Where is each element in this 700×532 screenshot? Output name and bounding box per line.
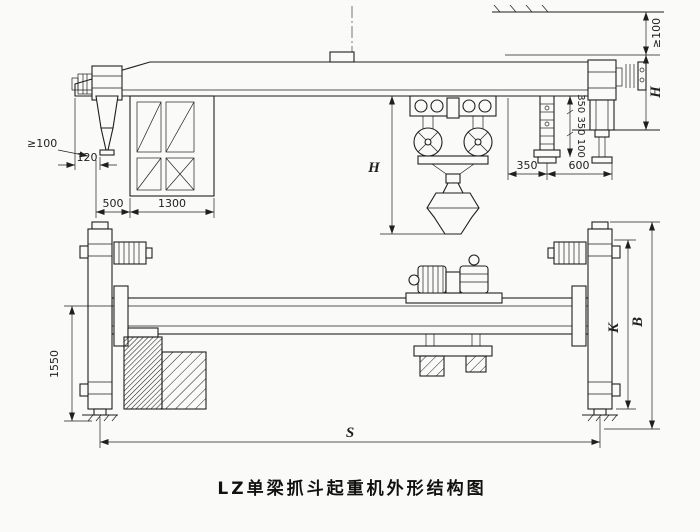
hoist-gearbox [445,271,461,294]
cab-window-upper-right [165,101,195,153]
girder-top-hatch [329,51,355,63]
grab-bucket [426,182,480,235]
dim-hanger-stack-label: 350 350 100 [575,94,586,158]
driver-cab [129,95,215,197]
dim-cab-offset-label: 500 [103,197,124,210]
left-travel-motor [113,241,153,265]
drawing-title: LZ单梁抓斗起重机外形结构图 [217,478,486,499]
right-buffer-spring [615,61,647,91]
hoist-unit-end-view [405,254,503,377]
right-rail-ground [582,408,618,422]
dimension-annotations: ≥100 H ≥100 120 500 1300 H 350 350 100 [27,12,664,448]
cab-panel-lower-left [136,157,162,191]
left-end-truck [71,65,123,156]
right-wheel-on-rail [572,99,660,164]
right-end-truck [572,59,660,164]
pulley-block [445,173,461,184]
left-wheel-on-rail [95,95,119,156]
dim-end-overhang-label: 600 [569,159,590,172]
dim-span-label: S [346,425,354,441]
dim-base-b-label: B [630,317,646,328]
dim-lift-height-label: H [367,160,381,176]
rope-sheave-left [413,127,443,157]
hook-crossplate [413,345,493,357]
right-travel-motor [547,241,587,265]
dim-rail-gap-label: 350 [517,159,538,172]
dim-side-clearance-label: ≥100 [27,137,57,150]
travel-drive-unit [123,327,207,410]
dim-gauge-k-label: K [606,322,622,334]
dim-rail-offset-label: 120 [77,151,98,164]
end-elevation [79,221,621,422]
hoist-trolley [409,95,497,184]
bridge-girder [74,51,615,97]
hook-block-right [465,355,487,373]
front-elevation [71,4,664,235]
cab-window-upper-left [136,101,162,153]
hook-block-left [419,355,445,377]
bridge-beam-end-view [111,285,589,347]
hoist-motor-left [408,265,447,294]
right-end-carriage [547,221,621,422]
left-rail-ground [82,408,118,422]
rope-sheave-right [463,127,493,157]
cab-panel-lower-right [165,157,195,191]
left-end-carriage [79,221,153,422]
left-buffer-spring [71,73,93,95]
rail-hanger-detail [533,96,561,164]
hoist-motor-right [459,254,489,294]
dim-cab-width-label: 1300 [158,197,186,210]
dim-ceiling-clearance-label: ≥100 [650,18,663,48]
trolley-crossbar [417,155,489,165]
ceiling-line [492,4,664,13]
dim-crane-height-label: H [648,85,664,99]
dim-truck-height-label: 1550 [48,350,61,378]
